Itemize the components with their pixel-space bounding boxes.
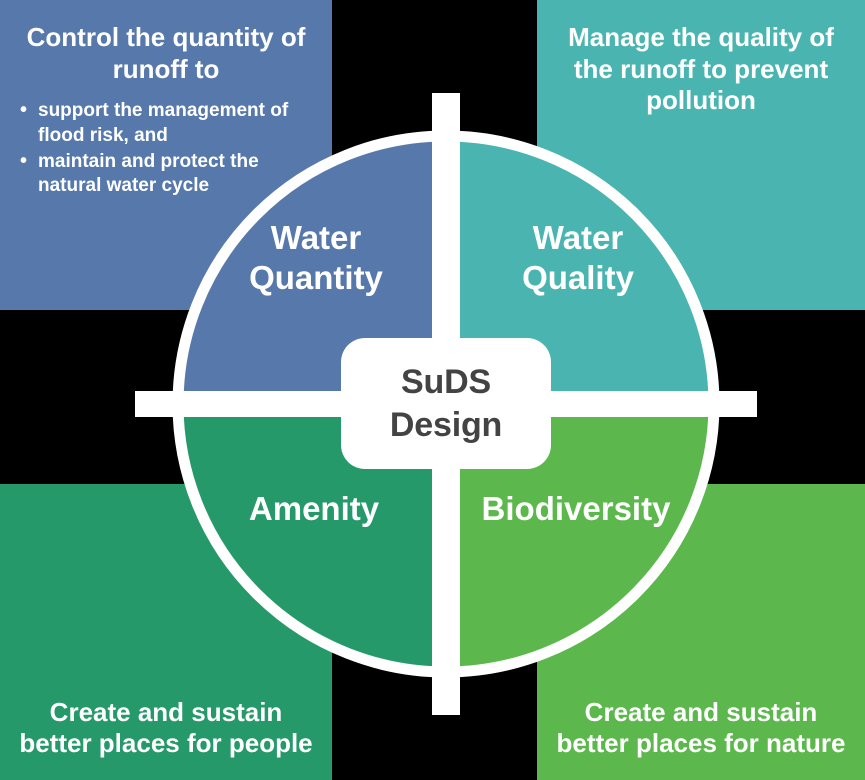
wedge-water-quality [446,136,714,404]
quadrant-label-line1: Biodiversity [481,490,671,527]
quadrant-label-line1: Water [532,219,624,256]
list-item: maintain and protect the natural water c… [16,149,316,198]
panel-water-quantity-heading: Control the quantity of runoff to [26,22,306,84]
quadrant-label-amenity: Amenity [196,489,432,529]
panel-biodiversity-heading: Create and sustain better places for nat… [556,696,846,759]
panel-water-quality-heading: Manage the quality of the runoff to prev… [568,22,834,116]
quadrant-label-water-quantity: Water Quantity [200,218,432,297]
center-hub-suds-design: SuDS Design [341,338,551,469]
quadrant-label-water-quality: Water Quality [462,218,694,297]
panel-water-quality: Manage the quality of the runoff to prev… [537,0,865,310]
quadrant-label-line2: Quantity [249,258,383,296]
quadrant-label-line2: Quality [522,258,634,296]
quadrant-wheel [130,88,762,720]
panel-amenity-heading: Create and sustain better places for peo… [19,696,313,759]
quadrant-label-line1: Water [270,219,362,256]
wedge-water-quantity [178,136,446,404]
center-hub-line1: SuDS [401,363,491,401]
center-hub-line2: Design [389,405,503,444]
quadrant-label-line1: Amenity [248,490,380,527]
quadrant-label-biodiversity: Biodiversity [458,489,694,529]
wedge-amenity [178,404,446,672]
wedge-biodiversity [446,404,714,672]
list-item: support the management of flood risk, an… [16,98,316,147]
panel-water-quantity-bullets: support the management of flood risk, an… [16,98,316,198]
panel-water-quantity: Control the quantity of runoff to suppor… [0,0,332,310]
